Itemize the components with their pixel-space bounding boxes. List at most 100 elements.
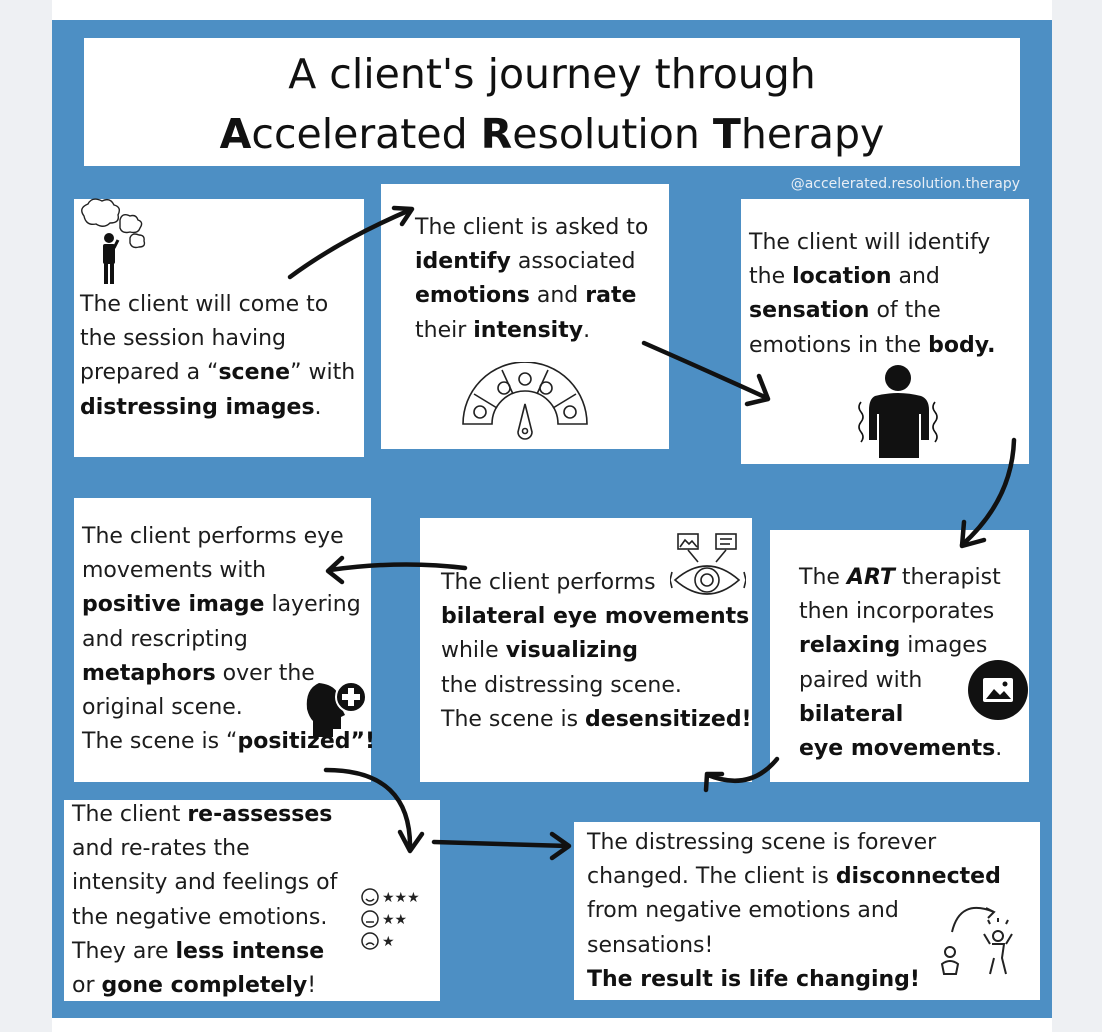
- step-3-line-2-part-1: of the: [869, 298, 941, 324]
- step-5-line-1: bilateral eye movements: [441, 600, 752, 634]
- arrow-head-5: [325, 555, 345, 585]
- step-8-line-4: The result is life changing!: [587, 963, 1001, 997]
- step-2-line-2-part-2: rate: [585, 283, 637, 309]
- svg-text:★★: ★★: [382, 912, 407, 928]
- step-4-line-0-part-2: therapist: [894, 565, 1001, 590]
- title-line-2: Accelerated Resolution Therapy: [84, 108, 1020, 160]
- arrow-head-7: [549, 831, 572, 861]
- step-7-line-4: They are less intense: [72, 935, 337, 969]
- step-3-line-2: sensation of the: [749, 294, 995, 328]
- title-part-0: A: [219, 110, 252, 158]
- step-3-line-2-part-0: sensation: [749, 298, 870, 324]
- step-2-line-2-part-1: and: [529, 283, 586, 309]
- step-3-line-1-part-2: and: [891, 264, 940, 290]
- step-8-line-2: from negative emotions and: [587, 894, 1001, 928]
- step-7-line-0-part-0: The client: [72, 802, 188, 827]
- step-8-line-0: The distressing scene is forever: [587, 826, 1001, 860]
- title-part-3: esolution: [512, 110, 713, 158]
- step-6-line-3: and rescripting: [82, 623, 375, 657]
- step-5-line-3: the distressing scene.: [441, 669, 752, 703]
- arrow-step-3-to-4: [959, 437, 1017, 548]
- emotion-meter-icon: [462, 362, 588, 440]
- step-2-line-3-part-2: .: [583, 317, 591, 343]
- step-5-text: The client performs bilateral eye movemen…: [441, 566, 752, 737]
- top-bar: [52, 0, 1052, 20]
- step-1-line-3-part-0: distressing images: [80, 394, 315, 420]
- title-part-1: ccelerated: [251, 110, 481, 158]
- step-8-text: The distressing scene is forever changed.…: [587, 826, 1001, 997]
- step-8-line-3: sensations!: [587, 929, 1001, 963]
- step-4-line-4: bilateral: [799, 698, 1002, 732]
- arrow-step-1-to-2: [287, 207, 413, 280]
- step-8-line-4-part-0: The result is life changing!: [587, 966, 920, 992]
- step-5-line-4-part-1: desensitized!: [585, 706, 752, 732]
- step-7-line-2: intensity and feelings of: [72, 866, 337, 900]
- step-6-line-1: movements with: [82, 554, 375, 588]
- step-4-line-5-part-1: .: [995, 736, 1003, 762]
- step-6-line-4: metaphors over the: [82, 657, 375, 691]
- arrow-head-4: [703, 771, 725, 793]
- step-6-line-6: The scene is “positized”!: [82, 725, 375, 759]
- arrow-head-6: [397, 829, 425, 854]
- arrow-step-2-to-3: [641, 340, 770, 401]
- step-3-line-3-part-0: emotions in the: [749, 332, 929, 358]
- step-7-line-5-part-2: !: [307, 973, 317, 999]
- step-5-line-3-part-0: the distressing scene.: [441, 672, 682, 698]
- step-2-line-1-part-1: associated: [510, 249, 636, 275]
- step-2-line-0-part-0: The client is asked to: [415, 215, 649, 240]
- title-box: A client's journey through Accelerated R…: [84, 38, 1020, 166]
- step-5-line-4: The scene is desensitized!: [441, 703, 752, 737]
- step-5-line-2-part-0: while: [441, 638, 506, 664]
- step-7-line-1: and re-rates the: [72, 832, 337, 866]
- step-6-line-0-part-0: The client performs eye: [82, 524, 344, 549]
- step-6-line-3-part-0: and rescripting: [82, 626, 248, 652]
- step-3-line-3-part-1: body.: [928, 332, 996, 358]
- eye-movement-icon: [670, 533, 746, 595]
- step-6-line-2-part-0: positive image: [82, 592, 265, 618]
- step-4-line-4-part-0: bilateral: [799, 701, 904, 727]
- step-8-line-0-part-0: The distressing scene is forever: [587, 830, 937, 855]
- step-2-line-0: The client is asked to: [415, 211, 648, 245]
- step-4-line-1: then incorporates: [799, 595, 1002, 629]
- step-7-line-0: The client re-assesses: [72, 798, 337, 832]
- step-2-line-2-part-0: emotions: [415, 283, 530, 309]
- step-8-line-1-part-0: changed. The client is: [587, 864, 836, 890]
- step-4-line-2-part-0: relaxing: [799, 633, 901, 659]
- step-1-line-2: prepared a “scene” with: [80, 356, 355, 390]
- step-7-line-4-part-1: less intense: [175, 938, 325, 964]
- step-1-line-0-part-0: The client will come to: [80, 292, 329, 317]
- step-5-card: The client performs bilateral eye movemen…: [420, 518, 752, 782]
- bottom-bar: [52, 1018, 1052, 1032]
- step-3-line-3: emotions in the body.: [749, 329, 995, 363]
- step-2-line-1: identify associated: [415, 245, 648, 279]
- image-icon: [968, 660, 1028, 720]
- step-4-line-0-part-1: ART: [846, 565, 895, 590]
- step-7-line-4-part-0: They are: [72, 938, 176, 964]
- step-8-card: The distressing scene is forever changed.…: [574, 822, 1040, 1000]
- step-5-line-0-part-0: The client performs: [441, 570, 656, 595]
- step-2-card: The client is asked to identify associate…: [381, 184, 669, 449]
- step-2-line-3-part-0: their: [415, 317, 474, 343]
- svg-text:★★★: ★★★: [382, 890, 420, 906]
- step-8-line-2-part-0: from negative emotions and: [587, 898, 899, 924]
- step-5-line-4-part-0: The scene is: [441, 706, 586, 732]
- svg-text:★: ★: [382, 934, 395, 950]
- step-7-line-1-part-0: and re-rates the: [72, 836, 250, 862]
- arrow-step-4-to-5: [705, 756, 780, 783]
- thinking-person-icon: [81, 198, 146, 284]
- step-1-line-0: The client will come to: [80, 288, 355, 322]
- step-2-line-3: their intensity.: [415, 314, 648, 348]
- step-6-line-4-part-1: over the: [215, 660, 315, 686]
- step-6-text: The client performs eye movements with pos…: [82, 520, 375, 759]
- step-3-line-1-part-1: location: [792, 264, 892, 290]
- positive-mind-icon: [306, 681, 367, 737]
- step-2-line-3-part-1: intensity: [473, 317, 584, 343]
- step-5-line-2-part-1: visualizing: [505, 638, 639, 664]
- step-7-line-5-part-1: gone completely: [101, 973, 308, 999]
- step-1-line-3: distressing images.: [80, 391, 355, 425]
- step-8-line-1-part-1: disconnected: [835, 864, 1001, 890]
